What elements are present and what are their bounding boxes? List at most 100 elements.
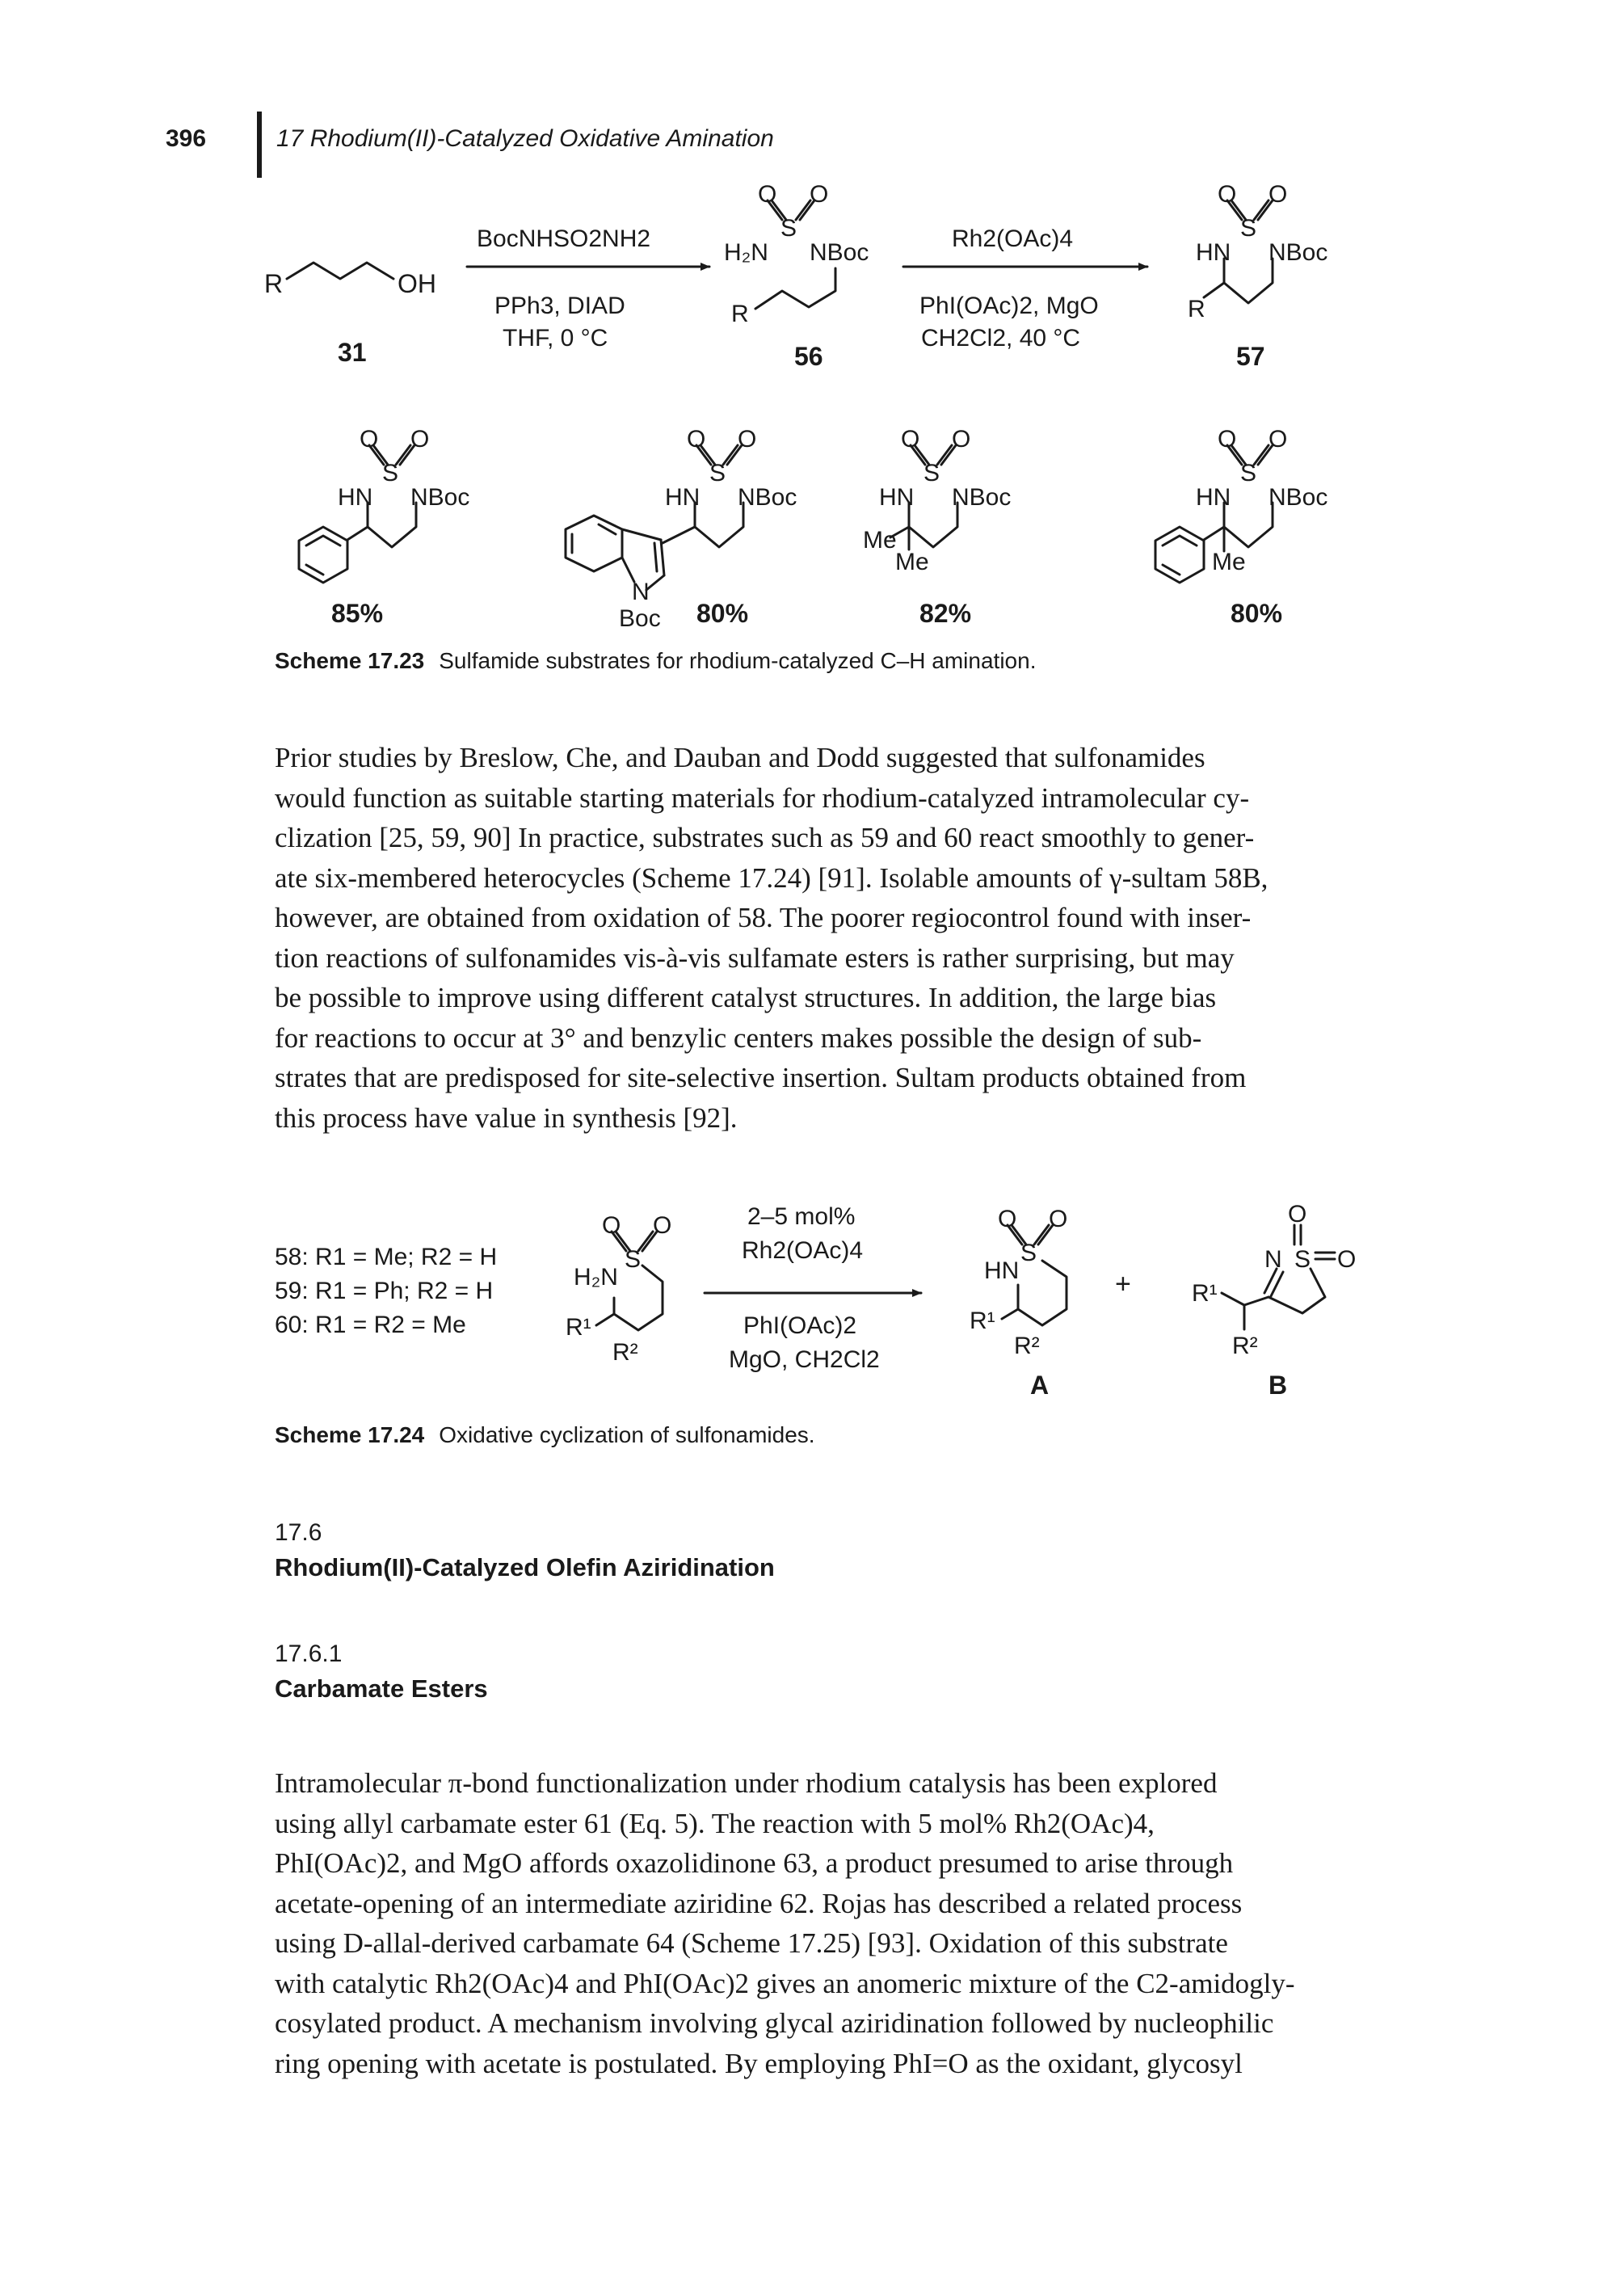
methyl-label: Me (895, 549, 929, 575)
scheme-17-24-caption: Scheme 17.24 Oxidative cyclization of sul… (275, 1422, 815, 1448)
oxygen-label: O (360, 426, 378, 453)
caption-label: Scheme 17.23 (275, 648, 425, 673)
compound-57-structure (1202, 199, 1274, 305)
r2-label: R² (1232, 1333, 1258, 1359)
product-a-label: A (1030, 1371, 1049, 1400)
step2-reagent-top: Rh2(OAc)4 (952, 225, 1073, 252)
text-line: ate six-membered heterocycles (Scheme 17… (275, 861, 1268, 894)
body-paragraph-2: Intramolecular π-bond functionalization … (275, 1763, 1414, 2083)
scheme2-reagent-bottom-2: MgO, CH2Cl2 (729, 1346, 880, 1373)
text-line: tion reactions of sulfonamides vis-à-vis… (275, 941, 1235, 974)
r1-label: R¹ (566, 1314, 591, 1341)
hn-label: HN (1196, 239, 1231, 266)
oxygen-label: O (653, 1212, 671, 1239)
text-line: using allyl carbamate ester 61 (Eq. 5). … (275, 1807, 1155, 1839)
sulfur-label: S (923, 460, 940, 486)
step2-reagent-bottom-1: PhI(OAc)2, MgO (919, 293, 1099, 319)
hn-label: HN (338, 484, 372, 511)
r1-label: R¹ (1192, 1280, 1218, 1307)
text-line: PhI(OAc)2, and MgO affords oxazolidinone… (275, 1847, 1234, 1879)
hn-label: HN (984, 1257, 1019, 1284)
text-line: Prior studies by Breslow, Che, and Dauba… (275, 742, 1205, 773)
oxygen-label: O (1218, 426, 1236, 453)
page-number: 396 (166, 125, 207, 152)
oxygen-label: O (1218, 181, 1236, 208)
sulfur-label: S (1240, 460, 1256, 486)
section-title: Rhodium(II)-Catalyzed Olefin Aziridinati… (275, 1553, 775, 1581)
hn-label: HN (1196, 484, 1231, 511)
oxygen-label: O (1337, 1246, 1356, 1273)
nboc-label: NBoc (810, 239, 869, 266)
text-line: cosylated product. A mechanism involving… (275, 2007, 1274, 2039)
caption-label: Scheme 17.24 (275, 1422, 425, 1447)
substrate-entry-58: 58: R1 = Me; R2 = H (275, 1244, 497, 1270)
sulfur-label: S (1020, 1240, 1037, 1266)
hn-label: HN (665, 484, 700, 511)
r1-label: R¹ (970, 1308, 995, 1334)
oxygen-label: O (758, 181, 776, 208)
product-b-label: B (1268, 1371, 1287, 1400)
r-label: R (731, 301, 749, 327)
r-label: R (1188, 296, 1205, 322)
methyl-label: Me (1212, 549, 1246, 575)
caption-text: Sulfamide substrates for rhodium-catalyz… (439, 648, 1037, 673)
indole-n-label: N (632, 579, 650, 605)
nboc-label: NBoc (410, 484, 469, 511)
compound-label-31: 31 (338, 338, 367, 367)
yield-1: 85% (331, 599, 383, 628)
oh-label: OH (398, 269, 436, 298)
compound-label-56: 56 (794, 342, 823, 371)
step1-reagent-top: BocNHSO2NH2 (477, 225, 650, 252)
product-b-structure (1220, 1223, 1336, 1331)
step1-reagent-bottom-2: THF, 0 °C (503, 325, 608, 352)
scheme2-reagent-bottom-1: PhI(OAc)2 (743, 1312, 856, 1339)
text-line: would function as suitable starting mate… (275, 781, 1250, 814)
h2n-label: H₂N (724, 239, 768, 266)
yield-4: 80% (1231, 599, 1282, 628)
scheme-17-23-caption: Scheme 17.23 Sulfamide substrates for rho… (275, 648, 1036, 674)
oxygen-label: O (602, 1212, 621, 1239)
text-line: using D-allal-derived carbamate 64 (Sche… (275, 1927, 1228, 1959)
oxygen-label: O (410, 426, 429, 453)
methyl-label: Me (863, 527, 897, 554)
text-line: for reactions to occur at 3° and benzyli… (275, 1021, 1202, 1054)
compound-label-57: 57 (1236, 342, 1265, 371)
text-line: however, are obtained from oxidation of … (275, 902, 1252, 933)
nboc-label: NBoc (1268, 239, 1327, 266)
nboc-label: NBoc (738, 484, 797, 511)
text-line: with catalytic Rh2(OAc)4 and PhI(OAc)2 g… (275, 1967, 1295, 1999)
sulfur-label: S (382, 460, 398, 486)
oxygen-label: O (1288, 1201, 1306, 1228)
product-dimethyl-structure (889, 444, 959, 551)
substrate-entry-59: 59: R1 = Ph; R2 = H (275, 1278, 493, 1304)
sulfur-label: S (625, 1246, 641, 1273)
yield-3: 82% (919, 599, 971, 628)
text-line: ring opening with acetate is postulated.… (275, 2047, 1243, 2079)
oxygen-label: O (952, 426, 970, 453)
product-a-structure (1000, 1223, 1068, 1327)
r2-label: R² (612, 1339, 638, 1366)
text-line: be possible to improve using different c… (275, 982, 1217, 1013)
nboc-label: NBoc (952, 484, 1011, 511)
plus-sign: + (1115, 1269, 1131, 1299)
scheme2-reagent-top-2: Rh2(OAc)4 (742, 1237, 863, 1264)
oxygen-label: O (687, 426, 705, 453)
hn-label: HN (879, 484, 914, 511)
text-line: clization [25, 59, 90] In practice, subs… (275, 822, 1255, 853)
step1-reagent-bottom-1: PPh3, DIAD (494, 293, 625, 319)
sulfonamide-substrate-structure (595, 1230, 664, 1332)
header-rule (257, 112, 262, 178)
sulfur-label: S (780, 215, 797, 242)
oxygen-label: O (1268, 181, 1287, 208)
product-phenyl-methyl-structure (1154, 444, 1274, 584)
substrate-entry-60: 60: R1 = R2 = Me (275, 1312, 466, 1338)
r-label: R (264, 269, 283, 298)
section-number: 17.6 (275, 1519, 322, 1546)
yield-2: 80% (696, 599, 748, 628)
nitrogen-label: N (1264, 1246, 1282, 1273)
running-title: 17 Rhodium(II)-Catalyzed Oxidative Amina… (276, 125, 774, 152)
sulfur-label: S (1240, 215, 1256, 242)
h2n-label: H₂N (574, 1264, 618, 1291)
caption-text: Oxidative cyclization of sulfonamides. (439, 1422, 815, 1447)
chemical-schemes-drawing: R OH 31 BocNHSO2NH2 PPh3, DIAD THF, 0 °C… (264, 181, 1356, 1400)
